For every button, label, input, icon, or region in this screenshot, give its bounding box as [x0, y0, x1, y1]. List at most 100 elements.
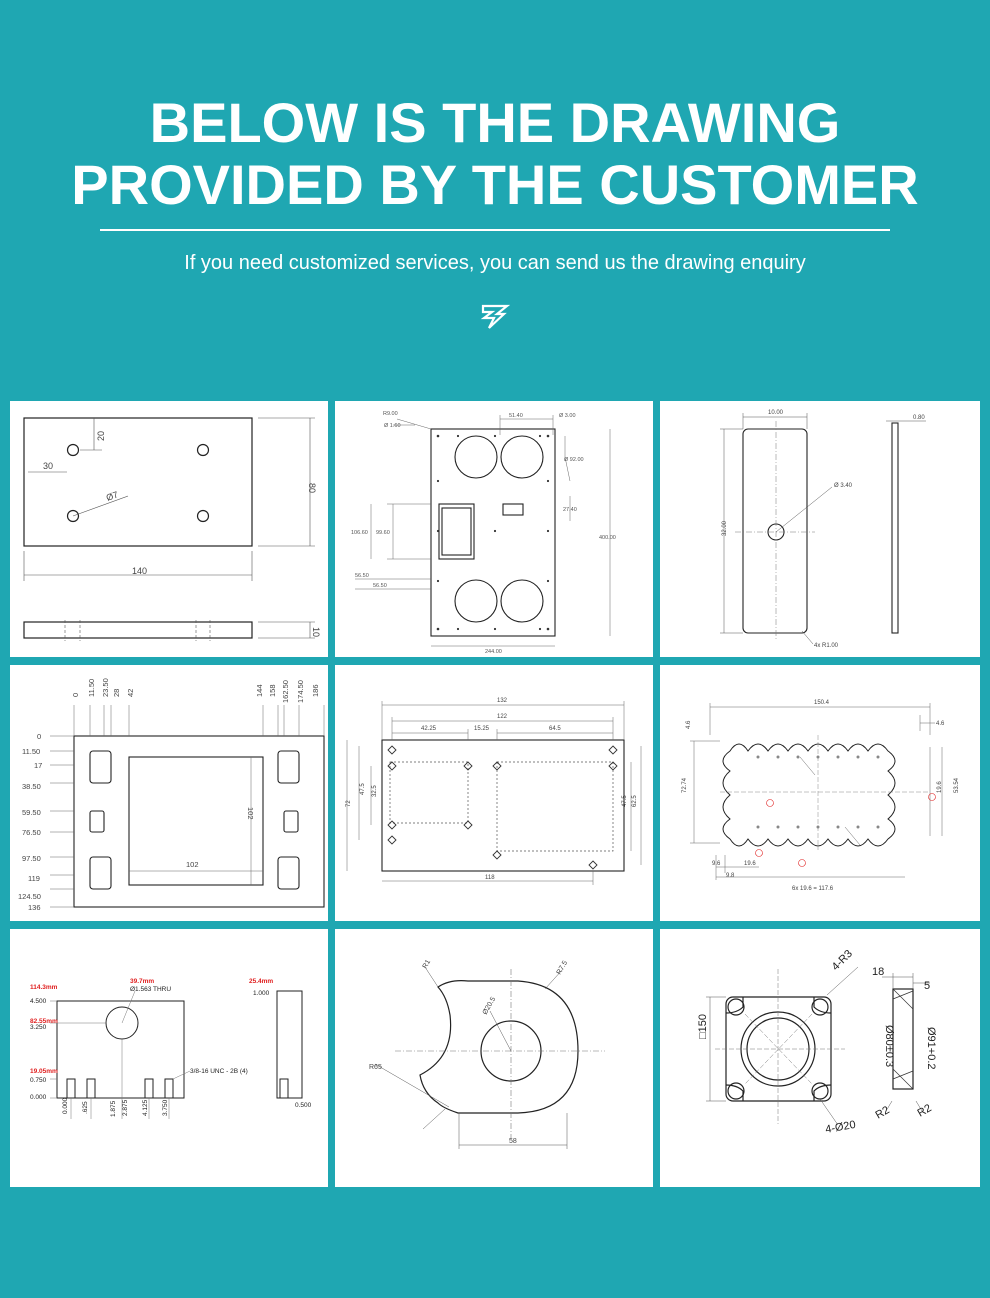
dim-label: 132 [497, 698, 508, 704]
dim-label: R7.5 [556, 960, 570, 976]
dim-label: 27.40 [563, 507, 577, 513]
dim-label: 9.6 [712, 861, 721, 867]
dim-label: 102 [186, 860, 199, 869]
dim-label: 4.6 [686, 720, 692, 729]
dim-label: 4.500 [30, 998, 47, 1005]
plate-with-holes-drawing: 20 30 Ø7 140 80 10 [23, 417, 321, 641]
dim-label: 56.50 [373, 583, 387, 589]
imperial-plate-drawing: 114.3mm 39.7mm 82.55mm 19.05mm 25.4mm 4.… [30, 978, 312, 1119]
dim-label: 122 [497, 714, 508, 720]
dim-label: 18 [872, 966, 884, 978]
dim-label: 4.125 [142, 1099, 149, 1116]
dim-label: 174.50 [296, 680, 305, 703]
dim-label: 0.000 [30, 1094, 47, 1101]
dim-label: 106.60 [351, 530, 368, 536]
dim-label: 99.60 [376, 530, 390, 536]
page-title: BELOW IS THE DRAWING PROVIDED BY THE CUS… [0, 92, 990, 216]
dim-label: 10 [311, 627, 321, 637]
dim-label: 0 [71, 693, 80, 697]
dim-label: 51.40 [509, 413, 523, 419]
dim-label: 1.000 [253, 990, 270, 997]
dim-label: 3/8-16 UNC - 2B (4) [190, 1068, 248, 1075]
dim-label: 47.5 [360, 783, 366, 795]
dim-label: 97.50 [22, 854, 41, 863]
dim-label: Ø 3.40 [834, 483, 853, 489]
dim-label: 0.750 [30, 1077, 47, 1084]
dim-label: 3.750 [162, 1099, 169, 1116]
drawing-panel-window-plate: 0 11.50 23.50 28 42 144 158 162.50 174.5… [10, 665, 328, 921]
curved-bracket-drawing: R1 R7.5 Ø20.5 R65 58 [369, 959, 605, 1149]
dim-label: 10.00 [768, 410, 784, 416]
dim-label: 11.50 [87, 679, 96, 697]
dim-label: 76.50 [22, 828, 41, 837]
window-plate-drawing: 0 11.50 23.50 28 42 144 158 162.50 174.5… [18, 678, 325, 912]
dim-label: .625 [82, 1101, 89, 1114]
dim-label: 400.00 [599, 535, 616, 541]
red-dim-label: 114.3mm [30, 984, 58, 991]
dim-label: 53.54 [954, 777, 960, 793]
dim-label: Ø 92.00 [564, 457, 584, 463]
dim-label: 0 [37, 732, 41, 741]
dim-label: 11.50 [22, 747, 40, 756]
dim-label: Ø 1.60 [384, 423, 401, 429]
perforated-panel-drawing: 51.40 Ø 3.00 Ø 1.60 Ø 92.00 27.40 106.60… [351, 411, 616, 655]
title-line-2: PROVIDED BY THE CUSTOMER [71, 153, 919, 216]
dim-label: 42 [126, 689, 135, 697]
drawing-panel-perforated-panel: 51.40 Ø 3.00 Ø 1.60 Ø 92.00 27.40 106.60… [335, 401, 653, 657]
dim-label: 72.74 [682, 777, 688, 793]
dim-label: 4-Ø20 [824, 1119, 856, 1136]
scalloped-plate-drawing: 150.4 4.6 4.6 72.74 19.6 53.54 9.6 19.6 … [682, 700, 960, 892]
dim-label: 58 [509, 1138, 517, 1145]
red-dim-label: 39.7mm [130, 978, 154, 985]
red-dim-label: 82.55mm [30, 1018, 58, 1025]
drawing-panel-imperial-plate: 114.3mm 39.7mm 82.55mm 19.05mm 25.4mm 4.… [10, 929, 328, 1187]
drawing-panel-rect-plate: 132 122 42.25 15.25 64.5 47.5 32.5 72 47… [335, 665, 653, 921]
dim-label: 64.5 [549, 726, 561, 732]
drawing-panel-square-flange: 18 5 4-R3 □150 Ø80±0.3 Ø91+0.2 4-Ø20 R2 … [660, 929, 980, 1187]
dim-label: 118 [485, 875, 495, 881]
rect-plate-drawing: 132 122 42.25 15.25 64.5 47.5 32.5 72 47… [346, 698, 642, 885]
dim-label: R65 [369, 1064, 382, 1071]
dim-label: R1 [422, 959, 433, 970]
dim-label: 62.5 [632, 795, 638, 807]
dim-label: 28 [112, 689, 121, 697]
subtitle: If you need customized services, you can… [184, 252, 806, 274]
dim-label: R9.00 [383, 411, 398, 417]
dim-label: 102 [246, 807, 255, 820]
dim-label: Ø7 [105, 489, 120, 503]
dim-label: 19.6 [744, 861, 756, 867]
dim-label: Ø 3.00 [559, 413, 576, 419]
dim-label: Ø91+0.2 [925, 1027, 937, 1070]
dim-label: 162.50 [281, 680, 290, 703]
dim-label: 4x R1.00 [814, 643, 839, 649]
dim-label: 0.80 [913, 415, 925, 421]
dim-label: 1.875 [110, 1100, 117, 1117]
dim-label: 144 [255, 684, 264, 697]
red-dim-label: 19.05mm [30, 1068, 58, 1075]
dim-label: Ø20.5 [482, 996, 498, 1016]
dim-label: 5 [924, 980, 930, 992]
dim-label: R2 [874, 1104, 892, 1121]
dim-label: Ø80±0.3 [883, 1025, 895, 1067]
drawing-panel-curved-bracket: R1 R7.5 Ø20.5 R65 58 [335, 929, 653, 1187]
dim-label: 150.4 [814, 700, 830, 706]
dim-label: 23.50 [101, 678, 110, 697]
dim-label: 244.00 [485, 649, 502, 655]
dim-label: 140 [132, 566, 147, 576]
dim-label: 136 [28, 903, 41, 912]
square-flange-drawing: 18 5 4-R3 □150 Ø80±0.3 Ø91+0.2 4-Ø20 R2 … [697, 948, 937, 1136]
dim-label: 15.25 [474, 726, 490, 732]
dim-label: 2.875 [122, 1099, 129, 1116]
dim-label: 0.000 [62, 1097, 69, 1114]
dim-label: 6x 19.6 = 117.6 [792, 886, 834, 892]
dim-label: 80 [307, 483, 317, 493]
title-line-1: BELOW IS THE DRAWING [149, 91, 841, 154]
dim-label: 4-R3 [830, 948, 855, 973]
dim-label: 38.50 [22, 782, 41, 791]
dim-label: Ø1.563 THRU [130, 986, 171, 993]
dim-label: 47.5 [622, 795, 628, 807]
red-dim-label: 25.4mm [249, 978, 273, 985]
dim-label: 9.8 [726, 873, 735, 879]
dim-label: 124.50 [18, 892, 41, 901]
